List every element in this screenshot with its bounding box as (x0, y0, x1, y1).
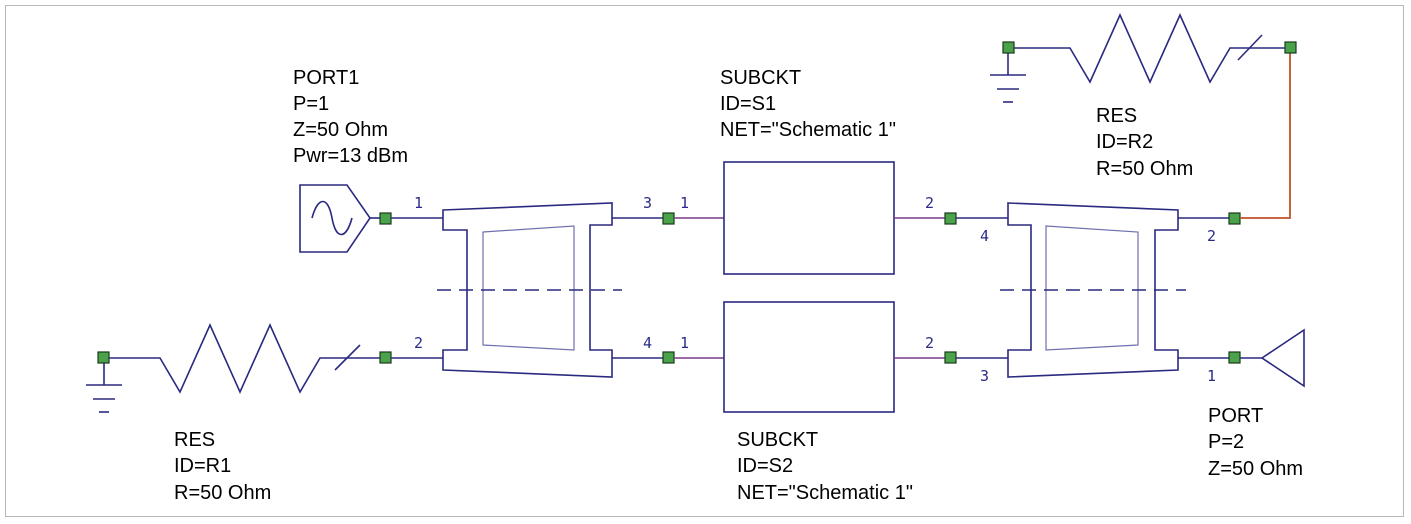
label-line: PORT (1208, 405, 1263, 427)
node[interactable] (379, 212, 392, 225)
pin-number: 1 (680, 194, 689, 212)
label-line: P=2 (1208, 431, 1244, 453)
node[interactable] (379, 351, 392, 364)
pin-number: 3 (980, 367, 989, 385)
label-line: SUBCKT (737, 429, 818, 451)
node[interactable] (944, 212, 957, 225)
label-line: ID=S2 (737, 455, 793, 477)
label-line: Pwr=13 dBm (293, 145, 408, 167)
res-r2-label: RES ID=R2 R=50 Ohm (1096, 105, 1193, 180)
label-line: R=50 Ohm (1096, 158, 1193, 180)
node[interactable] (1228, 351, 1241, 364)
label-line: ID=S1 (720, 93, 776, 115)
label-line: RES (174, 429, 215, 451)
resistor-icon[interactable] (109, 323, 380, 394)
res-r1-label: RES ID=R1 R=50 Ohm (174, 429, 271, 504)
coupler-1[interactable] (437, 202, 622, 378)
label-line: NET="Schematic 1" (720, 119, 896, 141)
schematic-canvas (5, 5, 1404, 517)
node[interactable] (662, 212, 675, 225)
node[interactable] (1284, 41, 1297, 54)
sine-wave-icon (311, 200, 353, 236)
port2-label: PORT P=2 Z=50 Ohm (1208, 405, 1303, 480)
label-line: Z=50 Ohm (1208, 458, 1303, 480)
ground-icon (86, 358, 122, 413)
pin-number: 2 (925, 194, 934, 212)
node[interactable] (662, 351, 675, 364)
label-line: ID=R1 (174, 455, 231, 477)
sine-source-icon (299, 184, 371, 253)
coupler-2[interactable] (1000, 202, 1186, 378)
label-line: P=1 (293, 93, 329, 115)
port1[interactable] (299, 184, 371, 253)
node[interactable] (97, 351, 110, 364)
pin-number: 4 (980, 227, 989, 245)
label-line: ID=R2 (1096, 131, 1153, 153)
ground-icon (990, 53, 1026, 103)
label-line: PORT1 (293, 67, 359, 89)
pin-number: 2 (414, 334, 423, 352)
pin-number: 3 (643, 194, 652, 212)
label-line: RES (1096, 105, 1137, 127)
node[interactable] (1002, 41, 1015, 54)
subckt-s1-label: SUBCKT ID=S1 NET="Schematic 1" (720, 67, 896, 141)
pin-number: 2 (925, 334, 934, 352)
port1-label: PORT1 P=1 Z=50 Ohm Pwr=13 dBm (293, 67, 408, 167)
node[interactable] (1228, 212, 1241, 225)
label-line: SUBCKT (720, 67, 801, 89)
label-line: Z=50 Ohm (293, 119, 388, 141)
node[interactable] (944, 351, 957, 364)
subckt-s1-block[interactable] (723, 161, 895, 275)
pin-number: 2 (1207, 227, 1216, 245)
pin-number: 4 (643, 334, 652, 352)
pin-number: 1 (1207, 367, 1216, 385)
pin-number: 1 (680, 334, 689, 352)
label-line: R=50 Ohm (174, 482, 271, 504)
subckt-s2-block[interactable] (723, 301, 895, 413)
port-terminal-icon[interactable] (1260, 328, 1305, 388)
subckt-s2-label: SUBCKT ID=S2 NET="Schematic 1" (737, 429, 913, 504)
pin-number: 1 (414, 194, 423, 212)
label-line: NET="Schematic 1" (737, 482, 913, 504)
resistor-icon[interactable] (1014, 13, 1285, 84)
